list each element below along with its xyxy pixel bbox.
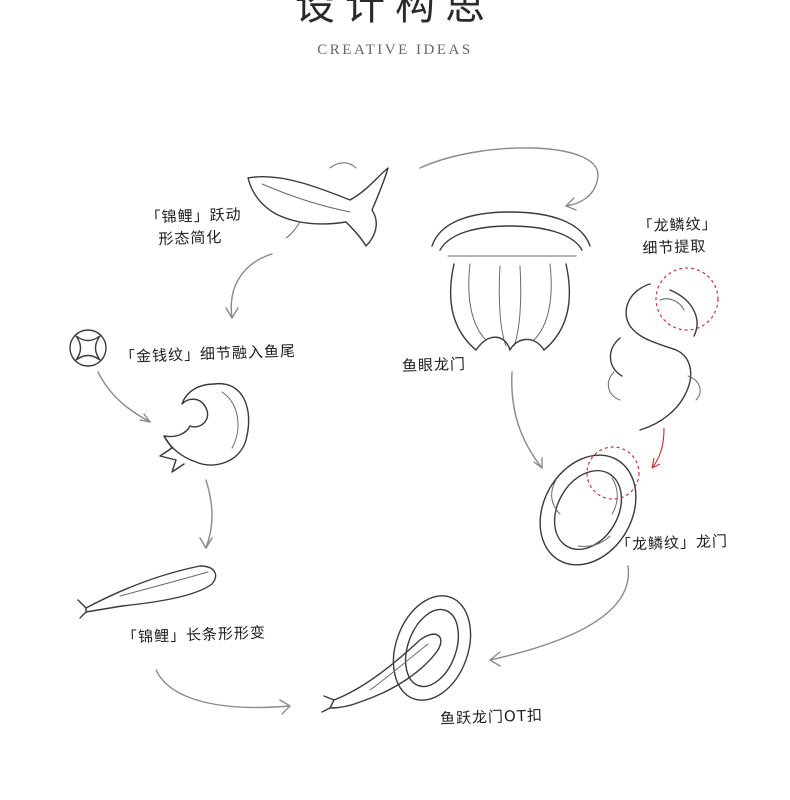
dragon-scale-extract-sketch [608,284,700,430]
fish-eye-gate-sketch [432,212,590,350]
final-ot-buckle-sketch [322,585,484,712]
arrow-koi-to-gate [420,148,598,206]
koi-tail-sketch [160,384,249,472]
koi-elongated-sketch [78,566,216,618]
label-koi-jump: 「锦鲤」跃动 形态简化 [145,203,242,250]
coin-pattern-icon [70,330,106,366]
label-dragon-scale-gate: 「龙鳞纹」龙门 [616,530,729,556]
koi-jump-sketch [248,163,388,246]
label-final-buckle: 鱼跃龙门OT扣 [440,704,544,730]
dragon-scale-gate-sketch [521,438,655,582]
label-dragon-scale-extract: 「龙鳞纹」 细节提取 [637,213,719,260]
label-fish-eye-gate: 鱼眼龙门 [402,353,467,377]
